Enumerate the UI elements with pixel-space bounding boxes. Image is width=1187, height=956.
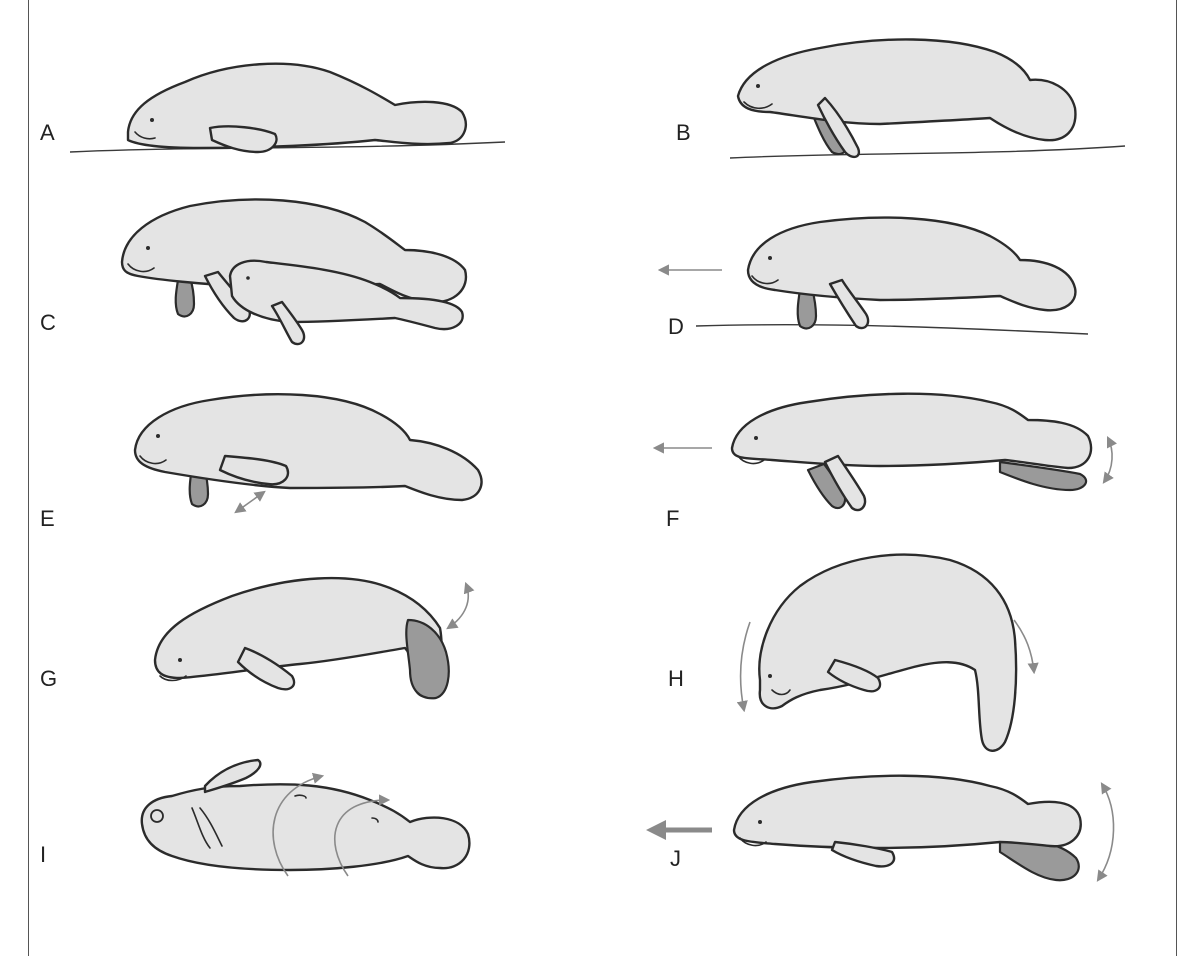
manatee-i [142,760,470,876]
panel-i: I [40,760,469,876]
panel-label-c: C [40,310,56,335]
panel-g: G [40,578,468,698]
manatee-f [732,394,1091,510]
panel-j: J [654,776,1114,880]
manatee-d [748,218,1075,329]
tail-motion-arrow-j [1098,784,1114,880]
ground-line-d [696,325,1088,334]
tail-motion-arrow-g [448,584,468,628]
panel-h: H [668,555,1034,751]
panel-c: C [40,199,466,344]
manatee-g [155,578,449,698]
panel-e: E [40,394,481,531]
panel-label-g: G [40,666,57,691]
head-motion-arrow-h [741,622,750,710]
motion-arrow-e [236,492,264,512]
panel-a: A [40,64,505,152]
panel-label-b: B [676,120,691,145]
panel-label-e: E [40,506,55,531]
manatee-j [734,776,1081,880]
panel-d: D [660,218,1088,339]
panel-label-h: H [668,666,684,691]
manatee-e [135,394,481,506]
panel-label-f: F [666,506,679,531]
tail-motion-arrow-f [1104,438,1112,482]
manatee-b [738,39,1075,156]
panel-f: F [655,394,1112,531]
panel-label-d: D [668,314,684,339]
tail-g [406,620,448,698]
panel-b: B [676,39,1125,158]
manatee-a [128,64,466,152]
panel-label-j: J [670,846,681,871]
ground-line-b [730,146,1125,158]
panel-label-a: A [40,120,55,145]
manatee-h [759,555,1016,751]
panel-label-i: I [40,842,46,867]
